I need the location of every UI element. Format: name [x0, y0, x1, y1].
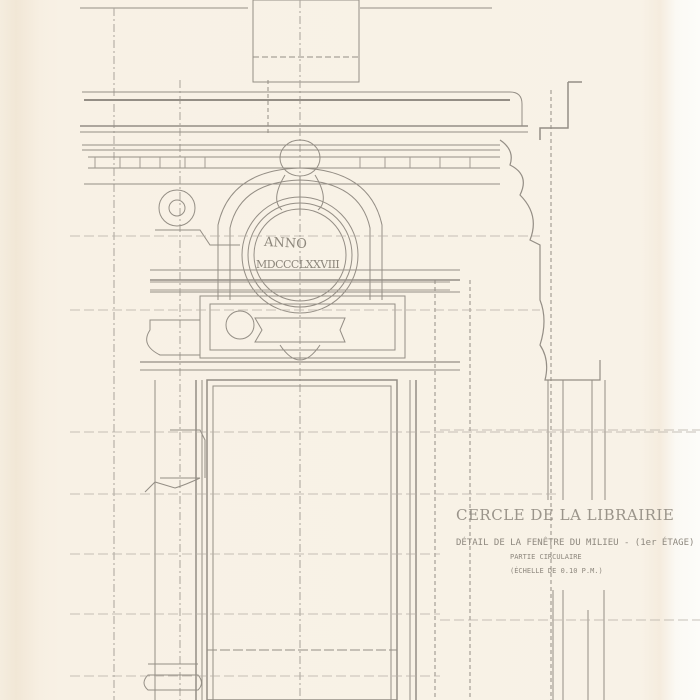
- ribbon: [254, 317, 346, 343]
- rosette: [158, 189, 196, 227]
- inscription-anno: ANNO: [263, 234, 308, 253]
- window-opening: [206, 379, 398, 700]
- drawing-scale: (ÉCHELLE DE 0.10 P.M.): [510, 567, 603, 575]
- drawing-subtitle: DÉTAIL DE LA FENÊTRE DU MILIEU - (1er ÉT…: [456, 538, 695, 548]
- drawing-part: PARTIE CIRCULAIRE: [510, 553, 582, 561]
- upper-window-outline: [252, 0, 360, 83]
- cartouche-panel: [199, 295, 406, 359]
- drawing-title: CERCLE DE LA LIBRAIRIE: [456, 506, 675, 524]
- inscription-year: MDCCCLXXVIII: [256, 258, 340, 271]
